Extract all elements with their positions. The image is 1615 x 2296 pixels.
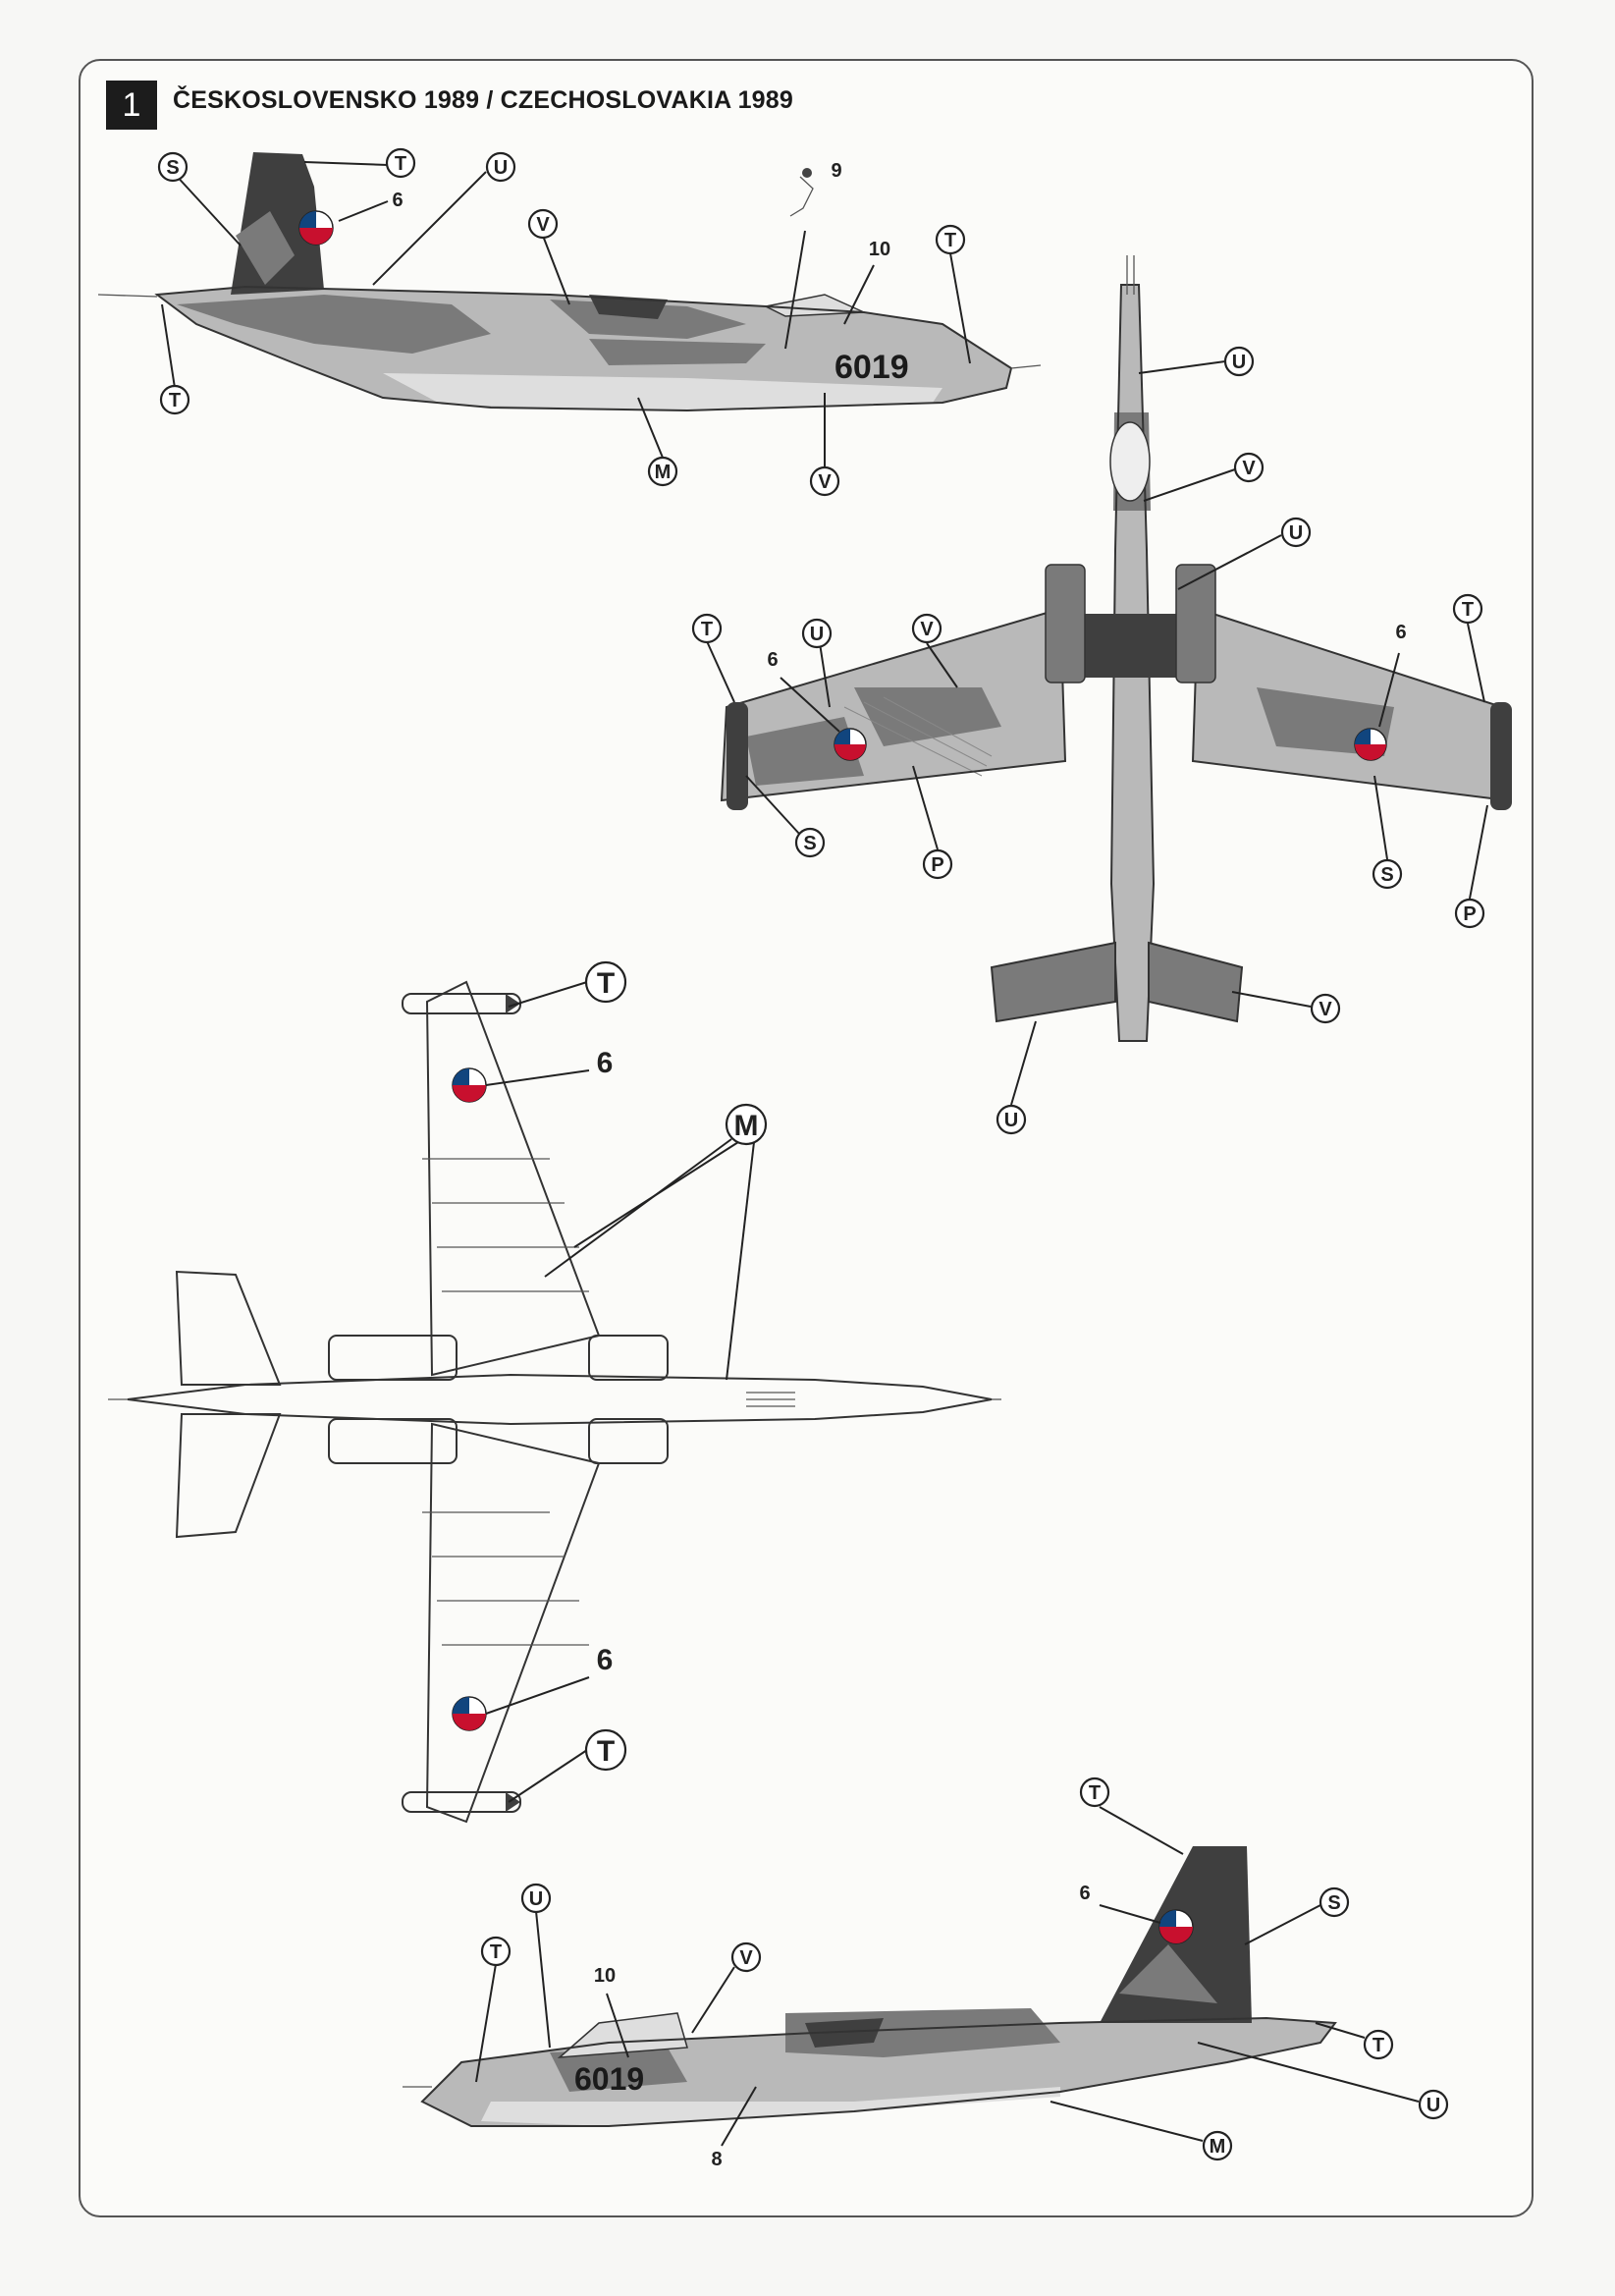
underside-view	[108, 980, 1001, 1824]
callout-6: 6	[767, 649, 778, 671]
callout-u: U	[1289, 522, 1303, 544]
callout-t: T	[701, 619, 713, 640]
callout-u: U	[1004, 1110, 1018, 1131]
callout-v: V	[818, 471, 832, 493]
callout-t: T	[1089, 1782, 1101, 1804]
callout-u: U	[810, 624, 824, 645]
callout-p: P	[1463, 903, 1476, 925]
callouts-side-top: S T U 6 V T M V 9 10 T	[157, 147, 971, 497]
callout-10: 10	[594, 1965, 616, 1987]
callout-v: V	[1319, 999, 1332, 1020]
callout-v: V	[920, 619, 934, 640]
callout-t: T	[395, 153, 406, 175]
callout-t: T	[169, 390, 181, 411]
callout-s: S	[803, 833, 816, 854]
callout-6: 6	[1395, 622, 1406, 643]
profile-number-badge: 1	[106, 81, 157, 130]
callout-6: 6	[1079, 1883, 1090, 1904]
callouts-top-view: U V U U V T 6 S P 6 T S P V U	[691, 346, 1488, 1135]
callout-s: S	[1380, 864, 1393, 886]
callout-m: M	[1210, 2136, 1226, 2158]
callout-v: V	[536, 214, 550, 236]
callout-p: P	[931, 854, 943, 876]
callout-m: M	[655, 462, 672, 483]
callouts-underside: T 6 M 6 T	[485, 960, 768, 1803]
serial-number-top: 6019	[834, 349, 909, 386]
callout-v: V	[739, 1947, 753, 1969]
callout-6: 6	[597, 1644, 614, 1676]
callout-s: S	[166, 157, 179, 179]
callout-t: T	[597, 1735, 615, 1768]
callout-t: T	[490, 1941, 502, 1963]
callout-9: 9	[831, 160, 841, 182]
callout-6: 6	[597, 1047, 614, 1079]
callout-t: T	[1373, 2035, 1384, 2056]
callout-u: U	[529, 1888, 543, 1910]
top-view	[720, 255, 1512, 1042]
callout-6: 6	[392, 190, 403, 211]
serial-number-bottom: 6019	[574, 2061, 644, 2097]
callout-t: T	[1462, 599, 1474, 621]
side-profile-right: 6019	[403, 1846, 1337, 2127]
callouts-side-bottom: T 6 S T U M U T 10 V 8	[475, 1777, 1449, 2170]
side-profile-left: 6019	[97, 152, 1042, 412]
callout-t: T	[597, 967, 615, 1000]
callout-u: U	[1232, 352, 1246, 373]
callout-m: M	[734, 1110, 759, 1142]
page-frame	[79, 59, 1534, 2217]
page-title: ČESKOSLOVENSKO 1989 / CZECHOSLOVAKIA 198…	[173, 86, 793, 114]
callout-u: U	[1427, 2095, 1440, 2116]
callout-v: V	[1242, 458, 1256, 479]
callout-u: U	[494, 157, 508, 179]
callout-8: 8	[711, 2149, 722, 2170]
callout-t: T	[944, 230, 956, 251]
callout-10: 10	[869, 239, 890, 260]
callout-s: S	[1327, 1892, 1340, 1914]
